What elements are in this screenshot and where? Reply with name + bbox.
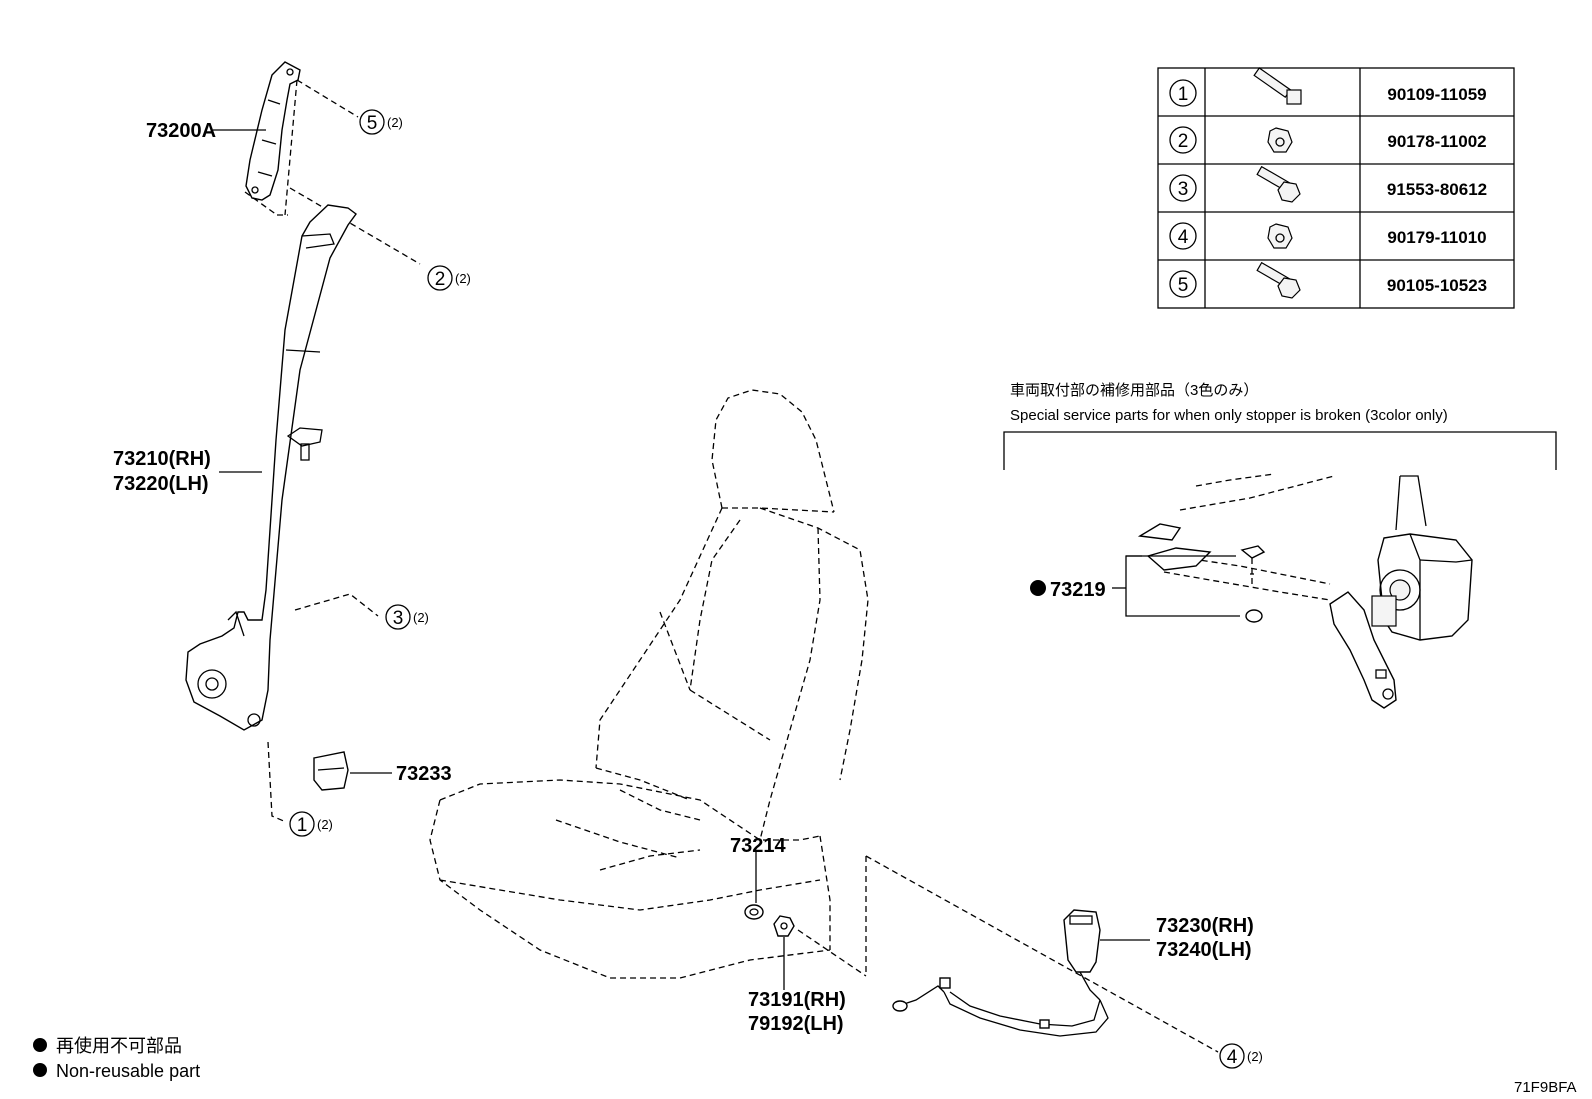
seat-belt-buckle <box>892 909 1109 1037</box>
fastener-number: 1 <box>1178 84 1189 105</box>
fastener-row: 2 90178-11002 <box>1169 126 1487 154</box>
bolt-icon <box>1256 165 1301 203</box>
nut-icon <box>1267 127 1293 153</box>
nut-icon <box>1267 223 1293 249</box>
fastener-number: 3 <box>1178 179 1189 200</box>
quantity-label: (2) <box>317 817 333 832</box>
diagram-code: 71F9BFA <box>1514 1079 1577 1096</box>
quantity-label: (2) <box>1247 1049 1263 1064</box>
callout-number: 5 <box>367 113 378 134</box>
fastener-number: 4 <box>1178 227 1189 248</box>
seat-outline <box>429 389 869 979</box>
fastener-part-number: 90178-11002 <box>1387 132 1486 151</box>
callout-number: 3 <box>393 608 404 629</box>
callout-73200A: 73200A <box>146 120 216 142</box>
callout-circle-1: 1 (2) <box>289 811 333 837</box>
fastener-number: 5 <box>1178 275 1189 296</box>
quantity-label: (2) <box>413 610 429 625</box>
fastener-part-number: 90109-11059 <box>1387 85 1486 104</box>
non-reusable-bullet-icon <box>33 1063 47 1077</box>
fastener-row: 3 91553-80612 <box>1169 165 1487 203</box>
quantity-label: (2) <box>387 115 403 130</box>
seat-belt-assembly <box>185 204 357 731</box>
fastener-row: 1 90109-11059 <box>1169 67 1487 107</box>
callout-number: 4 <box>1227 1047 1238 1068</box>
bolt-icon <box>1253 67 1302 105</box>
non-reusable-bullet-icon <box>1030 580 1046 596</box>
fastener-part-number: 91553-80612 <box>1387 180 1487 199</box>
callout-circle-3: 3 (2) <box>385 604 429 630</box>
callout-73230: 73230(RH) <box>1156 915 1254 937</box>
bracket-part <box>773 915 795 937</box>
callout-73210: 73210(RH) <box>113 448 211 470</box>
callout-73220: 73220(LH) <box>113 473 209 495</box>
legend-jp: 再使用不可部品 <box>56 1036 182 1056</box>
cover-part <box>313 751 349 791</box>
bolt-icon <box>1256 261 1301 299</box>
fastener-part-number: 90179-11010 <box>1387 228 1486 247</box>
callout-circle-2: 2 (2) <box>427 265 471 291</box>
service-note-jp: 車両取付部の補修用部品（3色のみ） <box>1010 382 1258 399</box>
callout-number: 1 <box>297 815 308 836</box>
legend-en: Non-reusable part <box>56 1061 200 1081</box>
callout-73240: 73240(LH) <box>1156 939 1252 961</box>
callout-73219: 73219 <box>1050 579 1106 601</box>
fastener-part-number: 90105-10523 <box>1387 276 1487 295</box>
fastener-number: 2 <box>1178 131 1189 152</box>
fastener-table: 1 90109-11059 2 90178-11002 3 <box>1157 67 1515 309</box>
callout-73233: 73233 <box>396 763 452 785</box>
fastener-row: 5 90105-10523 <box>1169 261 1487 299</box>
callout-number: 2 <box>435 269 446 290</box>
quantity-label: (2) <box>455 271 471 286</box>
non-reusable-bullet-icon <box>33 1038 47 1052</box>
callout-73191: 73191(RH) <box>748 989 846 1011</box>
callout-circle-5: 5 (2) <box>359 109 403 135</box>
fastener-row: 4 90179-11010 <box>1169 222 1487 250</box>
washer-part <box>744 904 764 920</box>
service-note-en: Special service parts for when only stop… <box>1010 407 1448 424</box>
service-retractor-detail <box>1137 473 1473 709</box>
callout-circle-4: 4 (2) <box>1219 1043 1263 1069</box>
callout-73214: 73214 <box>730 835 786 857</box>
callout-79192: 79192(LH) <box>748 1013 844 1035</box>
shoulder-anchor-adjuster <box>245 61 301 201</box>
